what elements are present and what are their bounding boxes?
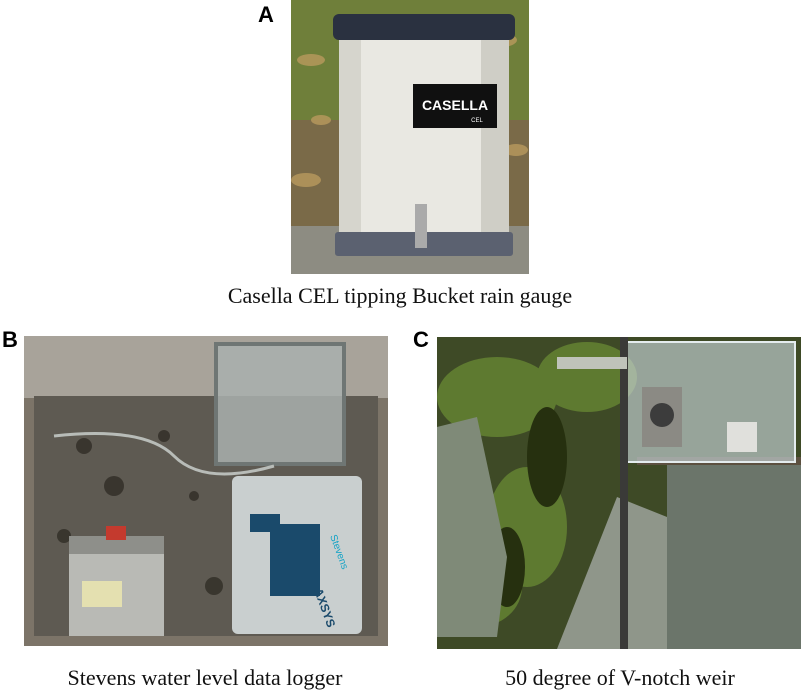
panel-c-caption: 50 degree of V-notch weir (505, 665, 735, 690)
panel-b-caption: Stevens water level data logger (67, 665, 343, 690)
panel-a-letter: A (258, 2, 274, 27)
rain-gauge-photo: CASELLA CEL (291, 0, 529, 274)
v-notch-weir-photo (437, 337, 801, 649)
panel-a-caption: Casella CEL tipping Bucket rain gauge (227, 283, 573, 308)
cel-label: CEL (471, 118, 483, 124)
panel-c-letter: C (413, 327, 429, 352)
casella-label: CASELLA (422, 97, 488, 113)
data-logger-photo: Stevens AXSYS (24, 336, 388, 646)
panel-b-letter: B (2, 327, 18, 352)
